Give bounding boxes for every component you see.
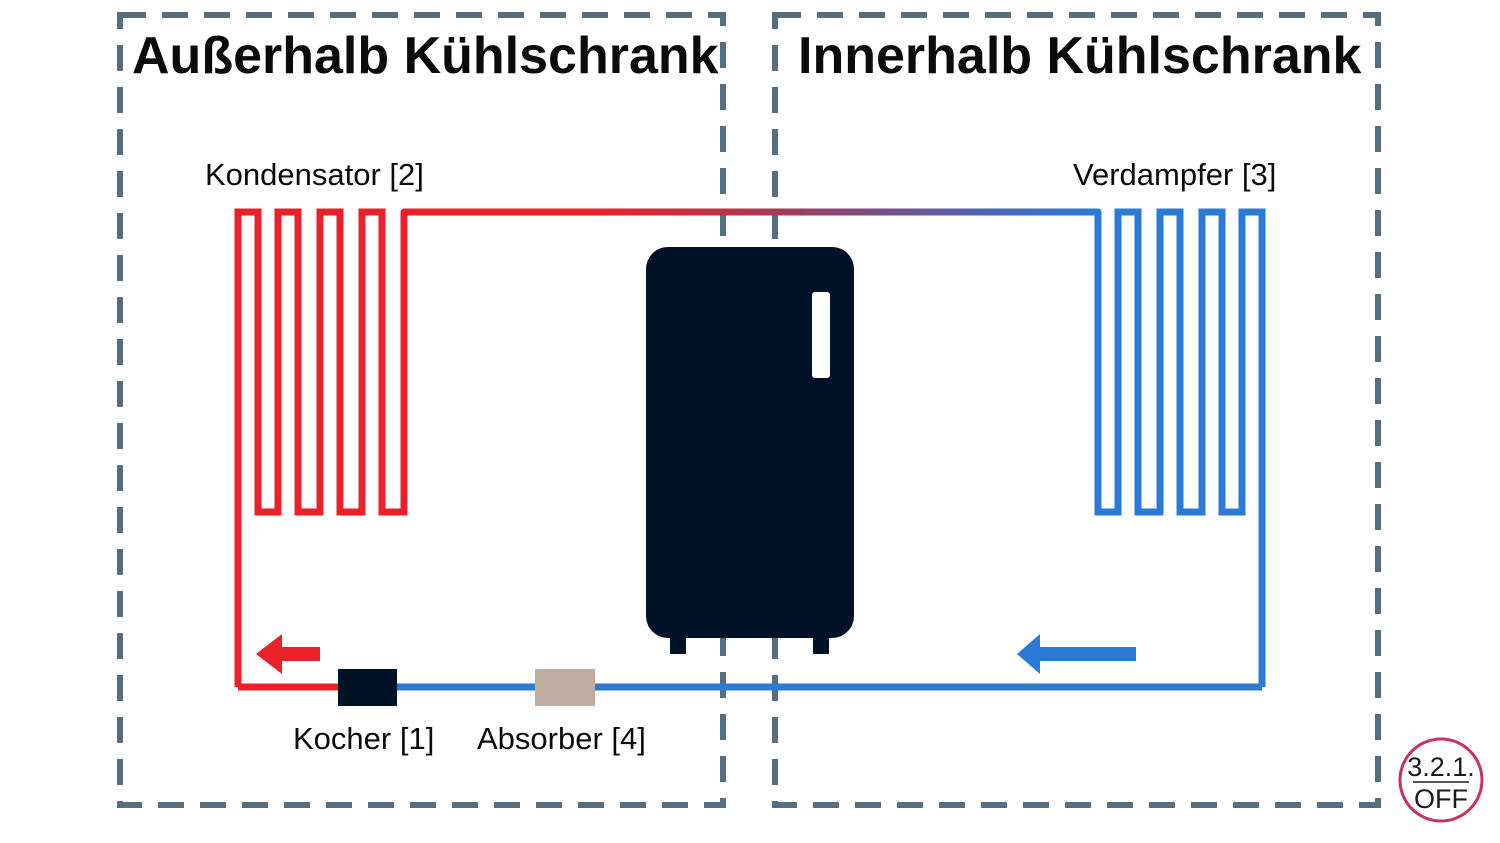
label-evaporator: Verdampfer [3] — [1073, 157, 1276, 192]
label-condenser: Kondensator [2] — [205, 157, 424, 192]
heading-inside: Innerhalb Kühlschrank — [798, 27, 1362, 85]
condenser-coil — [234, 208, 408, 687]
label-boiler: Kocher [1] — [293, 721, 434, 756]
zone-outside-border — [117, 12, 726, 808]
arrow-left-icon — [256, 634, 320, 674]
logo-line1: 3.2.1. — [1407, 752, 1475, 782]
arrow-left-icon — [1017, 634, 1136, 674]
absorber-block — [535, 669, 595, 706]
logo-line2: OFF — [1414, 784, 1468, 814]
evaporator-coil — [1094, 208, 1266, 687]
zone-inside-border — [772, 12, 1381, 808]
boiler-block — [338, 669, 397, 706]
brand-logo: 3.2.1. OFF — [1398, 737, 1484, 823]
heading-outside: Außerhalb Kühlschrank — [132, 27, 719, 85]
label-absorber: Absorber [4] — [477, 721, 646, 756]
refrigerator-icon — [646, 247, 854, 654]
